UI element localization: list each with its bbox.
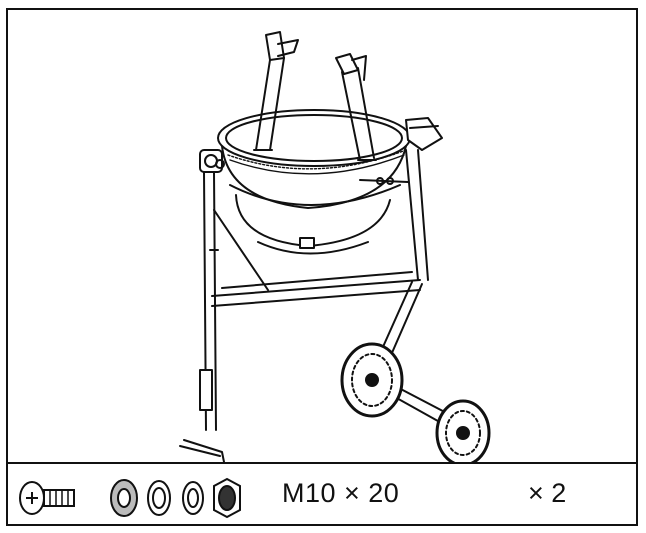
instruction-panel xyxy=(6,8,638,526)
left-leg xyxy=(179,171,225,462)
hex-nut-icon xyxy=(213,477,241,519)
drum-axle xyxy=(359,177,409,185)
flat-washer-icon xyxy=(110,479,138,517)
drum-gear-ring xyxy=(227,149,407,175)
rear-wheel xyxy=(435,399,491,462)
quantity-label: × 2 xyxy=(528,478,567,508)
fastener-spec-label: M10 × 20 xyxy=(282,478,400,508)
cross-frame xyxy=(211,209,421,307)
mixer-assembly-illustration xyxy=(179,31,491,462)
right-leg xyxy=(405,149,429,281)
section-divider xyxy=(8,462,636,464)
pan-head-bolt-icon xyxy=(19,481,75,515)
mixing-blades xyxy=(253,31,377,161)
lock-washer-icon xyxy=(182,481,204,515)
motor-head xyxy=(405,117,443,151)
left-trunnion-bracket xyxy=(199,149,225,173)
spring-washer-icon xyxy=(147,480,171,516)
front-wheel xyxy=(340,342,404,418)
